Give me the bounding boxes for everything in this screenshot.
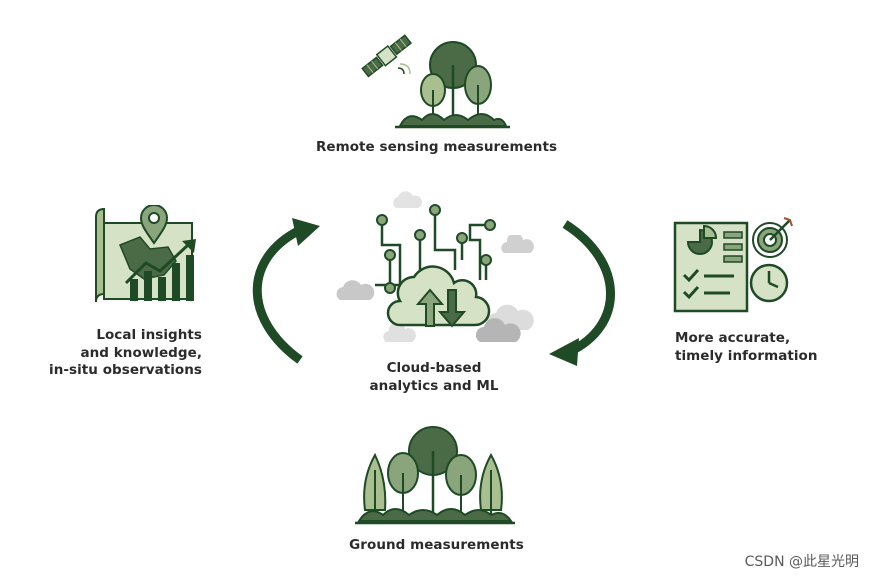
ground-measurements-label: Ground measurements <box>349 537 524 553</box>
cloud-icon <box>336 280 375 300</box>
accurate-info-label: More accurate, timely information <box>675 330 818 364</box>
watermark-text: CSDN @此星光明 <box>744 554 859 570</box>
clock-icon <box>749 263 789 303</box>
map-pin-icon <box>139 205 169 245</box>
cycle-arrow-icon <box>252 218 320 364</box>
remote-sensing-label: Remote sensing measurements <box>315 139 558 155</box>
target-icon <box>752 217 793 258</box>
cloud-icon <box>476 304 534 342</box>
cloud-icon <box>393 191 422 208</box>
cloud-analytics-label: Cloud-based analytics and ML <box>369 360 499 394</box>
forest-icon <box>395 41 510 129</box>
cloud-icon <box>501 235 534 253</box>
cloud-icon <box>383 324 416 342</box>
local-insights-label: Local insights and knowledge, in-situ ob… <box>49 327 202 378</box>
forest-icon <box>355 426 515 525</box>
cycle-arrow-icon <box>549 220 615 366</box>
satellite-icon <box>361 34 413 78</box>
circuit-icon <box>375 204 496 328</box>
report-icon <box>673 221 749 313</box>
